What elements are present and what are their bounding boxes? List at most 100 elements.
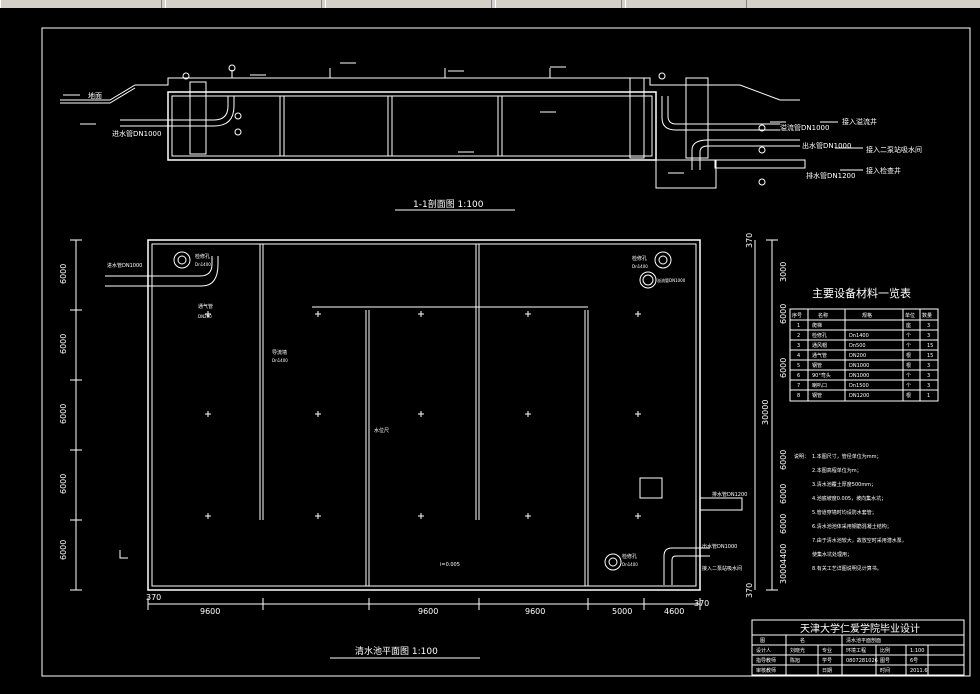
table-cell: DN1000	[849, 373, 869, 379]
table-cell: 检修孔	[812, 332, 827, 339]
table-cell: 根	[906, 352, 911, 359]
taskbar	[0, 0, 980, 8]
plan-access-hole-2-size: Dn1400	[632, 264, 648, 269]
table-cell: 个	[906, 333, 911, 339]
section-drain-label: 排水管DN1200	[806, 171, 855, 180]
table-cell: 钢管	[812, 392, 822, 399]
table-cell: 1	[797, 323, 800, 329]
dim-bottom-5: 4600	[664, 607, 684, 616]
title-block-cell: 审核教师	[756, 667, 776, 674]
table-cell: 3	[927, 383, 930, 389]
dim-left-4: 6000	[59, 540, 68, 560]
note-item: 4.池底坡度0.005，坡向集水坑；	[812, 495, 886, 502]
table-cell: 3	[797, 343, 800, 349]
taskbar-tab[interactable]	[165, 0, 322, 8]
table-cell: 6	[797, 373, 800, 379]
section-overflow-label: 溢流管DN1000	[780, 123, 829, 132]
plan-to-pump-station: 接入二泵站吸水间	[702, 565, 742, 572]
table-cell: 钢管	[812, 362, 822, 369]
plan-baffle-label: 导流墙	[272, 349, 287, 356]
table-cell: 通气管	[812, 352, 827, 359]
table-cell: 喇叭口	[812, 382, 827, 389]
plan-outlet-label: 出水管DN1000	[702, 543, 737, 550]
note-item: 使集水坑处理用；	[812, 551, 852, 558]
section-inlet-label: 进水管DN1000	[112, 129, 161, 138]
table-header-cell: 单位	[905, 312, 915, 319]
title-block-cell: 指导教师	[756, 657, 776, 664]
plan-overflow-label: 溢流管DN1000	[657, 277, 686, 283]
plan-vent-size: DN200	[198, 314, 212, 319]
table-cell: 3	[927, 373, 930, 379]
section-ground-label: 地面	[88, 91, 102, 100]
title-block-cell: 刘晓光	[790, 647, 805, 654]
dim-left-0: 6000	[59, 264, 68, 284]
ground-line	[60, 77, 800, 101]
note-item: 7.由于清水池较大，故放空时采用潜水泵，	[812, 537, 907, 544]
table-cell: 4	[797, 353, 800, 359]
dim-bottom-1: 9600	[200, 607, 220, 616]
note-item: 1.本图尺寸，管径单位为mm；	[812, 453, 882, 460]
title-block-grid	[751, 619, 965, 676]
title-block-cell: 时间	[880, 667, 890, 674]
taskbar-tab[interactable]	[625, 0, 747, 8]
plan-inlet-label: 进水管DN1000	[107, 262, 142, 269]
table-cell: 座	[906, 322, 911, 329]
table-cell: Dn1400	[849, 333, 869, 339]
plan-access-hole-3: 检修孔	[622, 553, 637, 560]
title-block-cell: 图	[760, 638, 765, 644]
plan-access-hole-1: 检修孔	[195, 253, 210, 260]
dim-right-1: 3000	[779, 262, 788, 282]
dim-bottom-4: 5000	[612, 607, 632, 616]
title-block-cell: 设计人	[756, 647, 771, 654]
dim-bottom-6: 370	[694, 599, 709, 608]
table-cell: 2	[797, 333, 800, 339]
dim-right-9: 3000	[779, 564, 788, 584]
table-cell: 5	[797, 363, 800, 369]
dim-right-7: 6000	[779, 514, 788, 534]
section-title: 1-1剖面图 1:100	[413, 198, 484, 210]
title-block-cell: 图号	[880, 658, 890, 664]
title-block-cell: 比例	[880, 647, 890, 654]
table-cell: 7	[797, 383, 800, 389]
plan-title: 清水池平面图 1:100	[355, 645, 438, 657]
table-cell: DN1200	[849, 393, 869, 399]
title-block-school: 天津大学仁爱学院毕业设计	[800, 622, 920, 635]
table-cell: 15	[927, 343, 933, 349]
taskbar-tab[interactable]	[325, 0, 492, 8]
table-cell: 15	[927, 353, 933, 359]
taskbar-tab[interactable]	[495, 0, 622, 8]
pool-plan-outline	[147, 239, 701, 591]
title-block-cell: 名	[800, 637, 805, 644]
vent-markers	[205, 311, 641, 519]
equipment-table-title: 主要设备材料一览表	[812, 286, 911, 300]
plan-access-hole-1-size: Dn1400	[195, 262, 211, 267]
section-view	[60, 62, 863, 211]
title-block-cell: 0807281026	[846, 658, 878, 664]
dim-right-3: 6000	[779, 358, 788, 378]
plan-view	[70, 239, 778, 659]
title-block-cell: 学号	[822, 657, 832, 664]
table-cell: 1	[927, 393, 930, 399]
plan-water-gauge: 水位尺	[374, 427, 389, 434]
table-cell: DN200	[849, 353, 866, 359]
note-item: 8.有关工艺详图说明见计算书。	[812, 565, 882, 572]
plan-access-hole-3-size: Dn1400	[622, 562, 638, 567]
table-header-cell: 数量	[922, 312, 932, 319]
title-block-cell: 1:100	[910, 648, 924, 654]
plan-baffle-size: Dn1400	[272, 358, 288, 363]
dim-right-2: 6000	[779, 304, 788, 324]
note-item: 3.清水池覆土厚度500mm；	[812, 481, 876, 488]
plan-drain-label: 排水管DN1200	[712, 491, 747, 498]
table-cell: 3	[927, 323, 930, 329]
dim-right-8: 4400	[779, 544, 788, 564]
table-header-cell: 名称	[818, 312, 828, 319]
drawing-frame	[41, 27, 971, 677]
title-block-cell: 2011.6	[910, 668, 928, 674]
table-cell: 个	[906, 373, 911, 379]
table-cell: 90°弯头	[812, 372, 831, 379]
taskbar-tab[interactable]	[0, 0, 162, 8]
pool-section-body	[167, 91, 657, 161]
section-to-pump-station: 接入二泵站吸水间	[866, 145, 922, 154]
